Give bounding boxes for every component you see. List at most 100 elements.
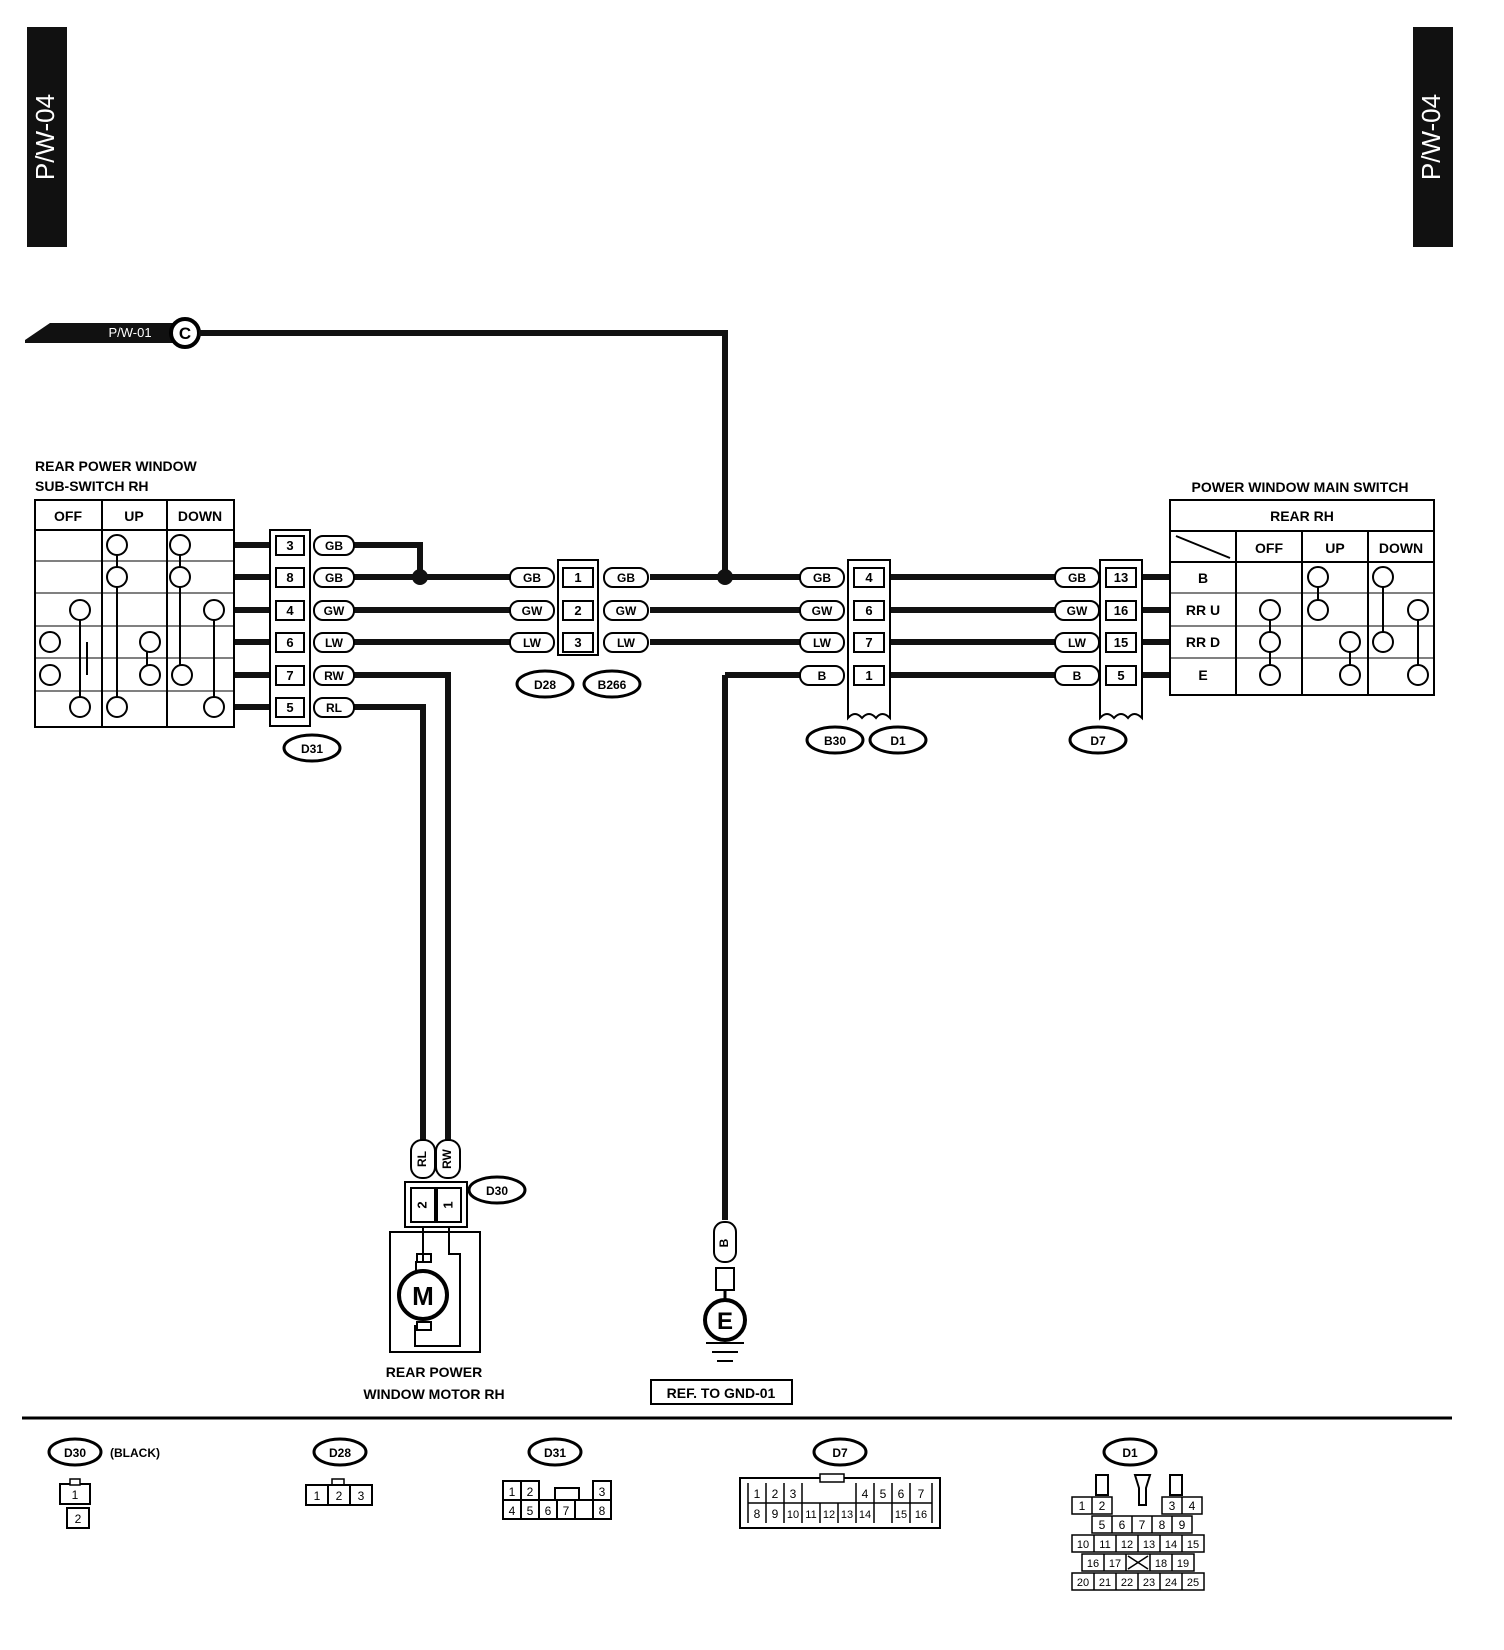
svg-text:D31: D31 — [544, 1446, 566, 1460]
svg-text:GW: GW — [522, 604, 543, 618]
svg-text:5: 5 — [1117, 668, 1124, 683]
svg-text:2: 2 — [574, 603, 581, 618]
svg-text:7: 7 — [1139, 1518, 1146, 1532]
svg-text:D28: D28 — [329, 1446, 351, 1460]
svg-text:B: B — [1073, 669, 1082, 683]
svg-text:5: 5 — [880, 1487, 887, 1501]
svg-text:1: 1 — [314, 1489, 321, 1503]
svg-text:1: 1 — [509, 1485, 516, 1499]
wire-gb-d31-3 — [354, 542, 423, 577]
wire-rw-motor — [354, 672, 451, 1140]
svg-text:P/W-04: P/W-04 — [30, 94, 60, 180]
connector-d31: 3 8 4 6 7 5 GB GB GW LW RW RL D31 — [269, 529, 355, 763]
svg-text:GB: GB — [1068, 571, 1086, 585]
svg-text:(BLACK): (BLACK) — [110, 1446, 160, 1460]
svg-text:8: 8 — [754, 1507, 761, 1521]
connector-d28-b266: GB GW LW 1 2 3 GB GW LW D28 B266 — [509, 559, 649, 699]
svg-text:M: M — [412, 1281, 434, 1311]
svg-text:10: 10 — [1077, 1539, 1089, 1551]
svg-text:16: 16 — [1114, 603, 1128, 618]
svg-text:GB: GB — [617, 571, 635, 585]
svg-text:2: 2 — [1099, 1499, 1106, 1513]
svg-text:1: 1 — [440, 1201, 455, 1208]
page-tag-right: P/W-04 — [1413, 27, 1453, 247]
svg-text:22: 22 — [1121, 1577, 1133, 1589]
svg-text:24: 24 — [1165, 1577, 1177, 1589]
svg-text:17: 17 — [1109, 1558, 1121, 1570]
svg-text:GW: GW — [324, 604, 345, 618]
svg-text:GB: GB — [325, 539, 343, 553]
svg-text:1: 1 — [754, 1487, 761, 1501]
svg-text:13: 13 — [841, 1509, 853, 1521]
svg-text:RR U: RR U — [1186, 602, 1220, 618]
svg-text:7: 7 — [286, 668, 293, 683]
svg-text:10: 10 — [787, 1509, 799, 1521]
svg-text:3: 3 — [286, 538, 293, 553]
svg-text:3: 3 — [1169, 1499, 1176, 1513]
ref-arrow-pw01: P/W-01 C — [25, 317, 201, 349]
svg-text:GW: GW — [616, 604, 637, 618]
svg-text:D28: D28 — [534, 678, 556, 692]
svg-text:1: 1 — [72, 1488, 79, 1502]
svg-text:4: 4 — [509, 1504, 516, 1518]
svg-text:POWER WINDOW MAIN SWITCH: POWER WINDOW MAIN SWITCH — [1192, 479, 1409, 495]
rear-window-motor-rh: RL RW 2 1 D30 M REAR POWER WINDOW MOTOR … — [363, 1139, 527, 1402]
svg-text:D30: D30 — [486, 1184, 508, 1198]
wire-gb-from-pw01 — [199, 330, 728, 577]
svg-text:12: 12 — [1121, 1539, 1133, 1551]
svg-text:B266: B266 — [598, 678, 627, 692]
svg-text:LW: LW — [813, 636, 832, 650]
svg-text:6: 6 — [545, 1504, 552, 1518]
svg-text:GB: GB — [325, 571, 343, 585]
svg-text:4: 4 — [286, 603, 294, 618]
svg-text:B: B — [717, 1238, 731, 1247]
svg-text:GB: GB — [813, 571, 831, 585]
svg-text:D7: D7 — [832, 1446, 848, 1460]
svg-text:15: 15 — [1187, 1539, 1199, 1551]
svg-text:2: 2 — [75, 1512, 82, 1526]
svg-text:P/W-01: P/W-01 — [108, 325, 151, 340]
svg-text:3: 3 — [599, 1485, 606, 1499]
svg-text:REF. TO GND-01: REF. TO GND-01 — [667, 1385, 776, 1401]
svg-text:RL: RL — [326, 701, 342, 715]
svg-text:D1: D1 — [1122, 1446, 1138, 1460]
connector-b30-d1: GB GW LW B 4 6 7 1 B30 D1 — [799, 559, 928, 755]
svg-text:1: 1 — [865, 668, 872, 683]
svg-text:UP: UP — [124, 508, 143, 524]
svg-text:6: 6 — [1119, 1518, 1126, 1532]
svg-text:7: 7 — [865, 635, 872, 650]
svg-text:REAR POWER: REAR POWER — [386, 1364, 482, 1380]
svg-text:8: 8 — [1159, 1518, 1166, 1532]
wires — [199, 330, 1170, 1220]
svg-text:OFF: OFF — [1255, 540, 1283, 556]
legend-d7: D7 1 2 3 4 5 6 7 8 9 10 11 12 13 14 15 1… — [739, 1437, 941, 1529]
svg-text:8: 8 — [286, 570, 293, 585]
svg-text:6: 6 — [898, 1487, 905, 1501]
power-window-main-switch: POWER WINDOW MAIN SWITCH REAR RH OFF UP … — [1169, 479, 1435, 696]
svg-text:B30: B30 — [824, 734, 846, 748]
svg-text:WINDOW MOTOR RH: WINDOW MOTOR RH — [363, 1386, 504, 1402]
svg-text:1: 1 — [574, 570, 581, 585]
svg-text:E: E — [1198, 667, 1207, 683]
svg-text:11: 11 — [805, 1509, 816, 1521]
svg-text:REAR POWER WINDOW: REAR POWER WINDOW — [35, 458, 198, 474]
svg-text:SUB-SWITCH RH: SUB-SWITCH RH — [35, 478, 149, 494]
svg-text:25: 25 — [1187, 1577, 1199, 1589]
svg-text:4: 4 — [865, 570, 873, 585]
svg-text:23: 23 — [1143, 1577, 1155, 1589]
svg-text:B: B — [818, 669, 827, 683]
svg-text:D7: D7 — [1090, 734, 1106, 748]
svg-text:6: 6 — [865, 603, 872, 618]
svg-text:16: 16 — [915, 1509, 927, 1521]
page-tag-left: P/W-04 — [27, 27, 67, 247]
svg-text:UP: UP — [1325, 540, 1344, 556]
svg-text:11: 11 — [1099, 1539, 1110, 1551]
svg-text:2: 2 — [772, 1487, 779, 1501]
svg-text:8: 8 — [599, 1504, 606, 1518]
svg-text:13: 13 — [1143, 1539, 1155, 1551]
legend-d30: D30 (BLACK) 1 2 — [47, 1437, 160, 1529]
svg-text:9: 9 — [772, 1507, 779, 1521]
svg-text:LW: LW — [617, 636, 636, 650]
svg-text:E: E — [717, 1308, 733, 1335]
